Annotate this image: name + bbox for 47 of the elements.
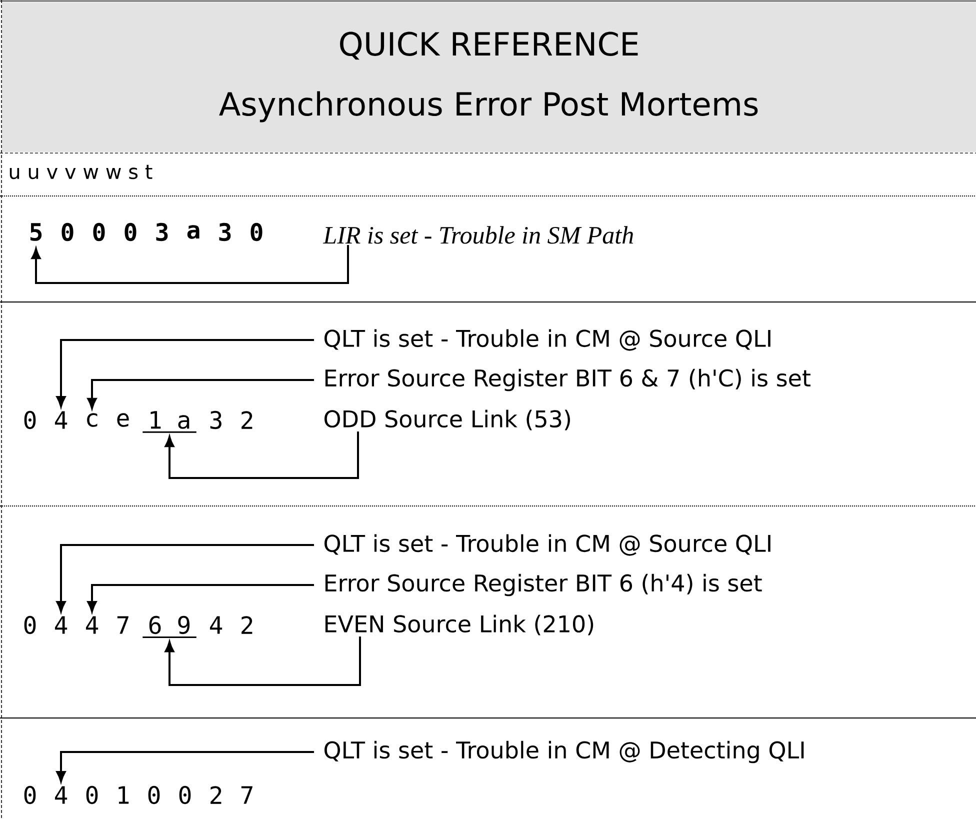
hex-digit: 5	[30, 223, 42, 241]
hex-digit: 2	[242, 411, 252, 429]
hex-digit: 0	[24, 410, 36, 430]
arrow	[31, 245, 349, 284]
arrow	[87, 584, 314, 612]
arrow	[56, 544, 314, 612]
hex-digit: 1	[118, 786, 129, 804]
hex-digit: 3	[156, 222, 168, 242]
hex-digit: 7	[241, 786, 252, 804]
description-text: ODD Source Link (53)	[324, 410, 570, 430]
hex-digit: 0	[86, 786, 98, 804]
hex-digit: 0	[93, 222, 105, 242]
hex-digit: c	[87, 413, 98, 427]
description-text: QLT is set - Trouble in CM @ Source QLI	[324, 534, 770, 556]
arrow	[56, 751, 314, 782]
hex-digit: 4	[54, 411, 68, 429]
description-text: EVEN Source Link (210)	[325, 614, 594, 636]
arrow	[164, 636, 361, 686]
hex-digit: 2	[210, 786, 222, 804]
description-text: LIR is set - Trouble in SM Path	[322, 226, 634, 244]
hex-digit: 3	[210, 410, 222, 430]
underlined-digits: 6 9	[142, 616, 196, 638]
hex-digit: 2	[242, 616, 252, 634]
hex-digit: 0	[148, 786, 160, 804]
arrow	[56, 339, 314, 408]
arrow	[87, 379, 314, 409]
hex-digit: 0	[62, 222, 74, 242]
hex-digit: 0	[24, 786, 36, 804]
hex-digit: 4	[210, 616, 222, 634]
hex-digit: 0	[179, 786, 191, 804]
description-text: Error Source Register BIT 6 (h'4) is set	[325, 574, 762, 596]
description-text: QLT is set - Trouble in CM @ Detecting QLI	[324, 740, 804, 764]
hex-digit: 4	[86, 616, 98, 634]
hex-digit: 4	[54, 616, 68, 634]
arrow	[164, 431, 359, 479]
hex-digit: 3	[219, 222, 231, 242]
description-text: QLT is set - Trouble in CM @ Source QLI	[324, 329, 770, 351]
header-band: QUICK REFERENCE Asynchronous Error Post Mortems	[2, 2, 976, 152]
hex-digit: 0	[124, 222, 136, 242]
hex-digit: a	[187, 225, 200, 239]
hex-digit: 0	[24, 616, 36, 634]
underlined-digits: 1 a	[142, 411, 196, 433]
hex-digit: e	[117, 413, 129, 427]
hex-digit: 0	[250, 222, 262, 242]
description-text: Error Source Register BIT 6 & 7 (h'C) is set	[325, 368, 810, 392]
hex-digit: 7	[117, 616, 128, 634]
hex-digit: 4	[54, 786, 68, 804]
